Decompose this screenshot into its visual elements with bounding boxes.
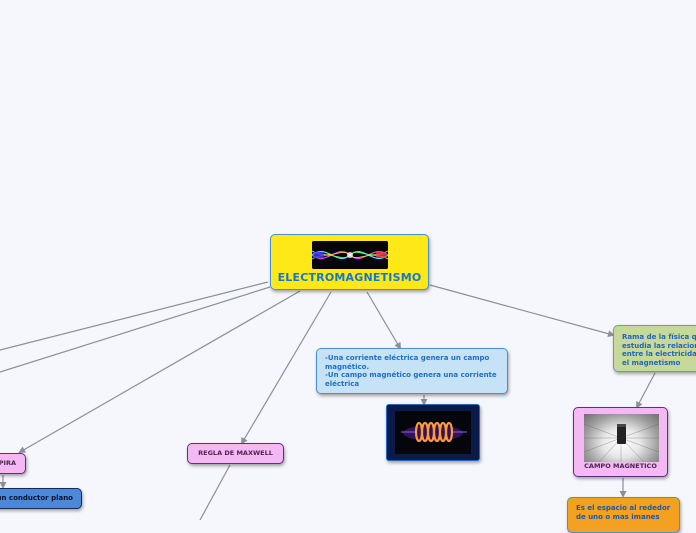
electromagnetic-field-image — [312, 241, 388, 269]
corriente-line: -Una corriente eléctrica genera un campo — [325, 354, 490, 362]
link-to-left-offscreen-b — [0, 286, 271, 373]
campo-magnetico-node[interactable]: CAMPO MAGNETICO — [573, 407, 668, 477]
espacio-line: Es el espacio al rededor — [576, 504, 671, 512]
link-to-left-offscreen-a — [0, 281, 269, 351]
corriente-line: magnético. — [325, 362, 370, 371]
link-maxwell-down — [199, 464, 231, 520]
espira-node[interactable]: PIRA — [0, 453, 26, 474]
espacio-definition-node[interactable]: Es el espacio al rededor de uno o mas im… — [567, 497, 680, 533]
campo-magnetico-title: CAMPO MAGNETICO — [584, 462, 657, 470]
rama-line: estudia las relaciones — [622, 341, 696, 350]
regla-maxwell-title: REGLA DE MAXWELL — [198, 449, 273, 457]
espira-title: PIRA — [0, 459, 16, 467]
rama-line: Rama de la física que — [622, 333, 696, 341]
regla-maxwell-node[interactable]: REGLA DE MAXWELL — [187, 443, 284, 464]
espacio-line: de uno o mas imanes — [576, 512, 660, 521]
connector-lines — [0, 281, 656, 520]
coil-solenoid-image[interactable] — [386, 404, 480, 461]
rama-definition-node[interactable]: Rama de la física que estudia las relaci… — [613, 325, 696, 372]
rama-line: entre la electricidad y — [622, 350, 696, 358]
link-to-espira — [18, 290, 301, 453]
corriente-line: eléctrica — [325, 379, 360, 388]
link-rama-to-campo — [636, 372, 656, 409]
rama-line: el magnetismo — [622, 358, 681, 367]
magnet-iron-filings-image — [584, 414, 659, 462]
corriente-node[interactable]: -Una corriente eléctrica genera un campo… — [316, 348, 508, 394]
central-topic-node[interactable]: ELECTROMAGNETISMO — [270, 234, 429, 290]
conductor-plano-title: un conductor plano — [0, 494, 73, 502]
link-to-rama — [429, 284, 615, 338]
link-to-corriente — [366, 291, 402, 350]
conductor-plano-node[interactable]: un conductor plano — [0, 488, 82, 509]
corriente-line: -Un campo magnético genera una corriente — [325, 371, 497, 379]
link-to-maxwell — [240, 291, 332, 445]
central-topic-title: ELECTROMAGNETISMO — [277, 271, 422, 284]
